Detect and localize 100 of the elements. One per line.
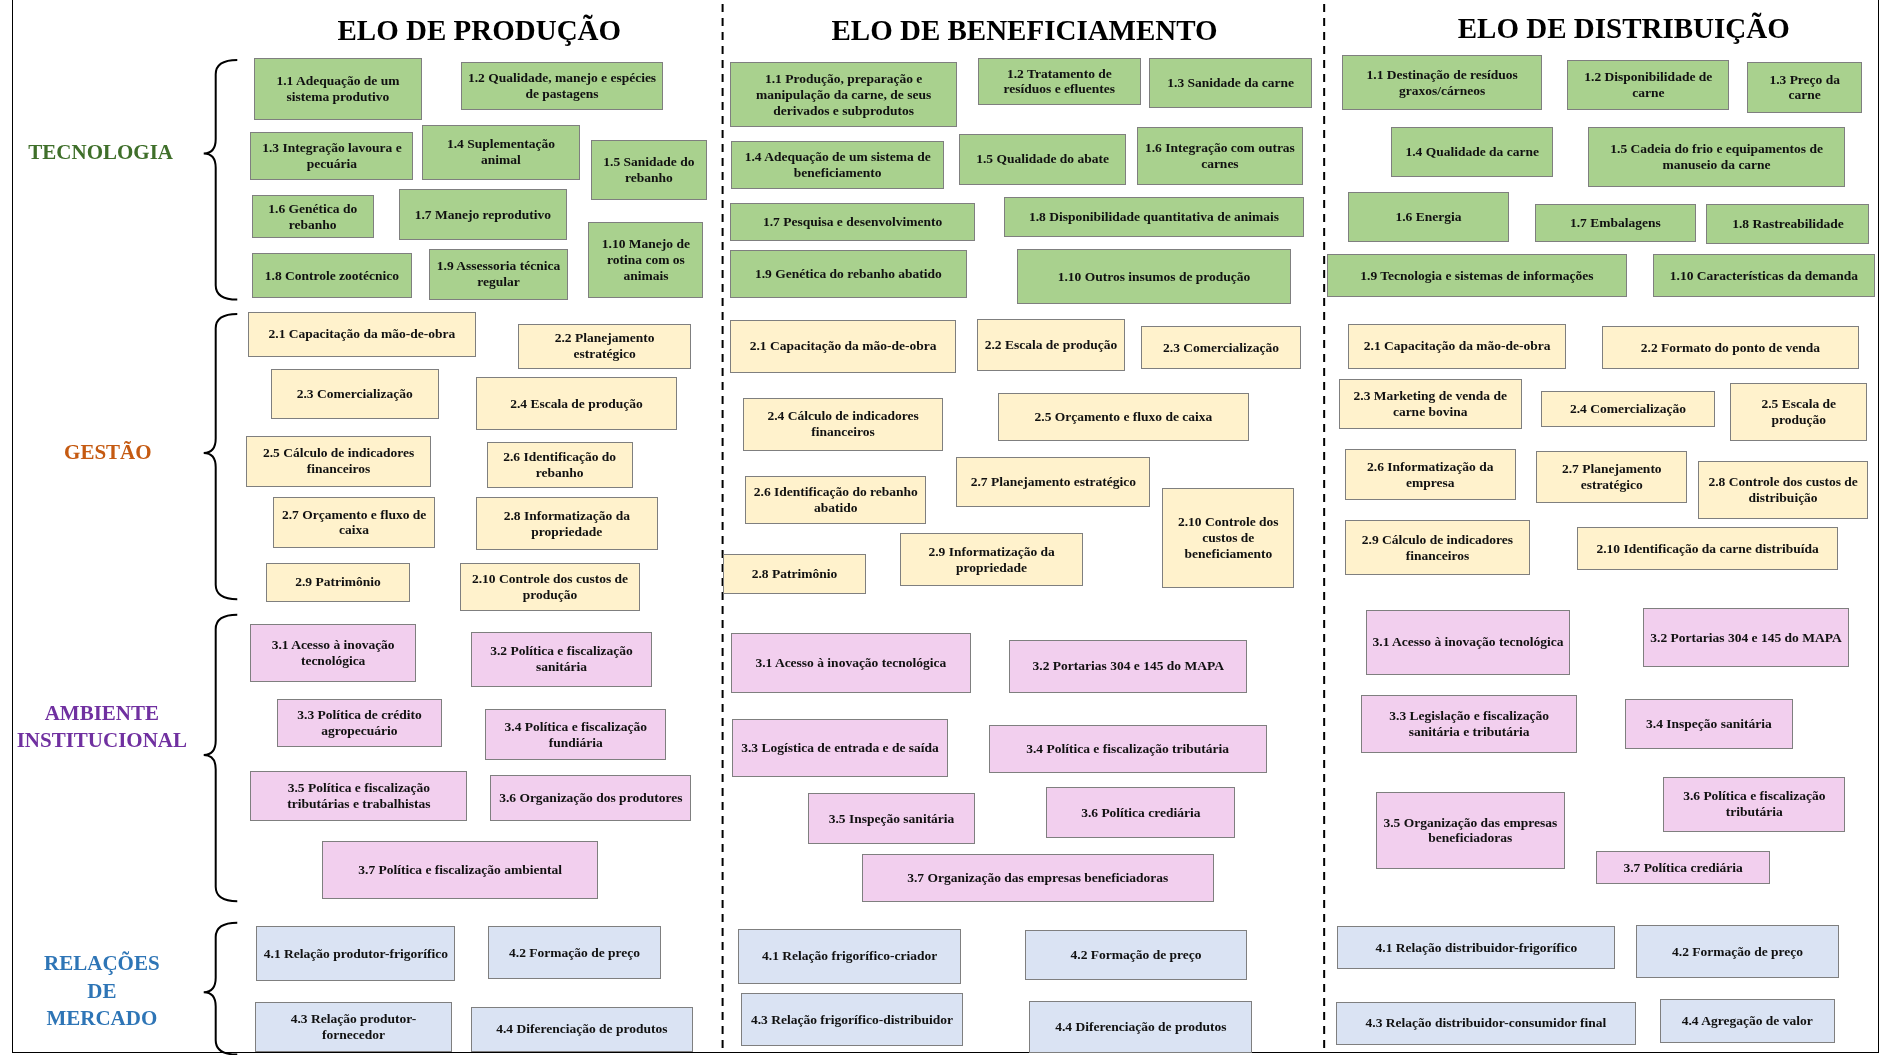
factor-box [1596, 850, 1770, 885]
factor-box [276, 698, 443, 747]
factor-box [1009, 639, 1248, 693]
factor-box [1577, 527, 1839, 571]
row-heading: RELAÇÕES DE MERCADO [43, 950, 161, 1032]
factor-label: 2.10 Identificação da carne distribuída [1596, 540, 1819, 557]
factor-box [1029, 1000, 1253, 1054]
column-heading: ELO DE PRODUÇÃO [336, 12, 623, 48]
factor-box [1344, 520, 1531, 576]
factor-label: 2.7 Planejamento estratégico [970, 473, 1136, 490]
factor-label: 1.2 Tratamento de resíduos e efluentes [1002, 65, 1117, 98]
factor-label: 2.1 Capacitação da mão-de-obra [749, 338, 937, 355]
factor-label: 4.1 Relação produtor-frigorífico [263, 945, 448, 962]
factor-label: 1.4 Qualidade da carne [1405, 144, 1539, 161]
factor-box [729, 319, 957, 373]
factor-label: 2.5 Orçamento e fluxo de caixa [1034, 409, 1213, 425]
factor-label: 1.2 Qualidade, manejo e espécies de pastagens [467, 70, 657, 103]
factor-box [256, 926, 456, 982]
factor-label: 2.4 Comercialização [1569, 400, 1686, 417]
factor-box [490, 775, 692, 821]
factor-label: 3.2 Portarias 304 e 145 do MAPA [1032, 658, 1224, 675]
factor-box [1366, 609, 1570, 675]
factor-box [740, 993, 964, 1047]
row-heading: GESTÃO [63, 438, 153, 466]
factor-label: 2.2 Escala de produção [984, 337, 1118, 354]
factor-box [1326, 254, 1628, 298]
factor-label: 1.3 Preço da carne [1768, 71, 1841, 104]
factor-box [1046, 787, 1236, 838]
factor-box [254, 57, 422, 120]
factor-box [250, 131, 414, 180]
factor-box [1587, 127, 1846, 187]
factor-label: 2.9 Patrimônio [295, 574, 381, 591]
factor-label: 2.1 Capacitação da mão-de-obra [268, 326, 456, 343]
factor-label: 2.8 Patrimônio [751, 566, 838, 582]
factor-box [988, 725, 1267, 773]
factor-box [722, 553, 867, 595]
factor-label: 1.8 Disponibilidade quantitativa de animais [1028, 208, 1280, 225]
factor-box [742, 397, 944, 451]
factor-label: 4.2 Formação de preço [1672, 943, 1804, 960]
factor-label: 4.4 Agregação de valor [1681, 1013, 1813, 1029]
factor-box [1535, 203, 1696, 243]
factor-label: 3.1 Acesso à inovação tecnológica [1372, 634, 1564, 651]
factor-label: 3.6 Política crediária [1081, 804, 1201, 821]
factor-box [1348, 191, 1509, 243]
factor-box [470, 1006, 693, 1053]
factor-box [731, 141, 945, 190]
factor-box [251, 252, 413, 299]
factor-box [1541, 390, 1715, 427]
factor-label: 1.7 Embalagens [1569, 214, 1661, 231]
factor-box [1337, 926, 1616, 970]
factor-box [461, 62, 663, 111]
column-heading: ELO DE BENEFICIAMENTO [830, 12, 1219, 48]
factor-label: 3.1 Acesso à inovação tecnológica [755, 654, 947, 671]
factor-box [399, 189, 567, 240]
factor-box [1624, 698, 1793, 749]
factor-box [266, 563, 410, 602]
factor-label: 2.5 Cálculo de indicadores financeiros [261, 445, 416, 478]
factor-box [470, 631, 652, 687]
factor-box [729, 62, 958, 127]
factor-label: 4.3 Relação distribuidor-consumidor final [1365, 1015, 1607, 1032]
factor-box [1567, 59, 1730, 111]
factor-label: 1.1 Destinação de resíduos graxos/cárneos [1365, 66, 1519, 99]
factor-box [248, 311, 476, 358]
factor-label: 3.4 Política e fiscalização fundiária [503, 718, 649, 751]
factor-label: 1.5 Sanidade do rebanho [602, 154, 696, 187]
factor-label: 1.7 Manejo reprodutivo [414, 206, 552, 223]
factor-label: 1.8 Controle zootécnico [264, 267, 400, 284]
factor-label: 3.7 Organização das empresas beneficiadoras [907, 870, 1169, 887]
factor-label: 2.3 Comercialização [1163, 339, 1280, 356]
factor-box [1652, 254, 1876, 298]
factor-label: 1.9 Assessoria técnica regular [435, 258, 562, 291]
factor-label: 1.5 Qualidade do abate [976, 151, 1109, 168]
factor-box [807, 793, 976, 844]
factor-box [487, 926, 662, 980]
factor-label: 1.9 Tecnologia e sistemas de informações [1360, 267, 1594, 284]
factor-box [1747, 62, 1863, 113]
factor-box [1642, 607, 1850, 668]
factor-label: 4.2 Formação de preço [1070, 947, 1202, 964]
factor-label: 2.4 Escala de produção [510, 395, 643, 412]
factor-box [1391, 127, 1554, 178]
factor-label: 2.1 Capacitação da mão-de-obra [1363, 338, 1551, 355]
factor-box [1004, 196, 1304, 238]
factor-box [1140, 325, 1302, 370]
factor-label: 3.7 Política e fiscalização ambiental [358, 862, 562, 878]
factor-box [250, 770, 468, 821]
factor-label: 2.3 Marketing de venda de carne bovina [1352, 387, 1508, 420]
factor-label: 2.9 Cálculo de indicadores financeiros [1360, 531, 1515, 564]
factor-box [899, 533, 1084, 586]
factor-box [429, 249, 568, 300]
factor-label: 4.3 Relação frigorífico-distribuidor [750, 1011, 954, 1028]
factor-label: 1.9 Genética do rebanho abatido [754, 266, 942, 283]
factor-box [1338, 378, 1522, 429]
factor-box [1137, 127, 1303, 185]
factor-box [590, 140, 707, 201]
factor-label: 3.6 Organização dos produtores [499, 790, 683, 807]
factor-label: 2.9 Informatização da propriedade [927, 543, 1056, 576]
factor-label: 4.2 Formação de preço [509, 944, 641, 961]
factor-box [1342, 55, 1543, 111]
factor-label: 1.7 Pesquisa e desenvolvimento [762, 213, 943, 230]
factor-label: 3.4 Inspeção sanitária [1646, 715, 1772, 732]
